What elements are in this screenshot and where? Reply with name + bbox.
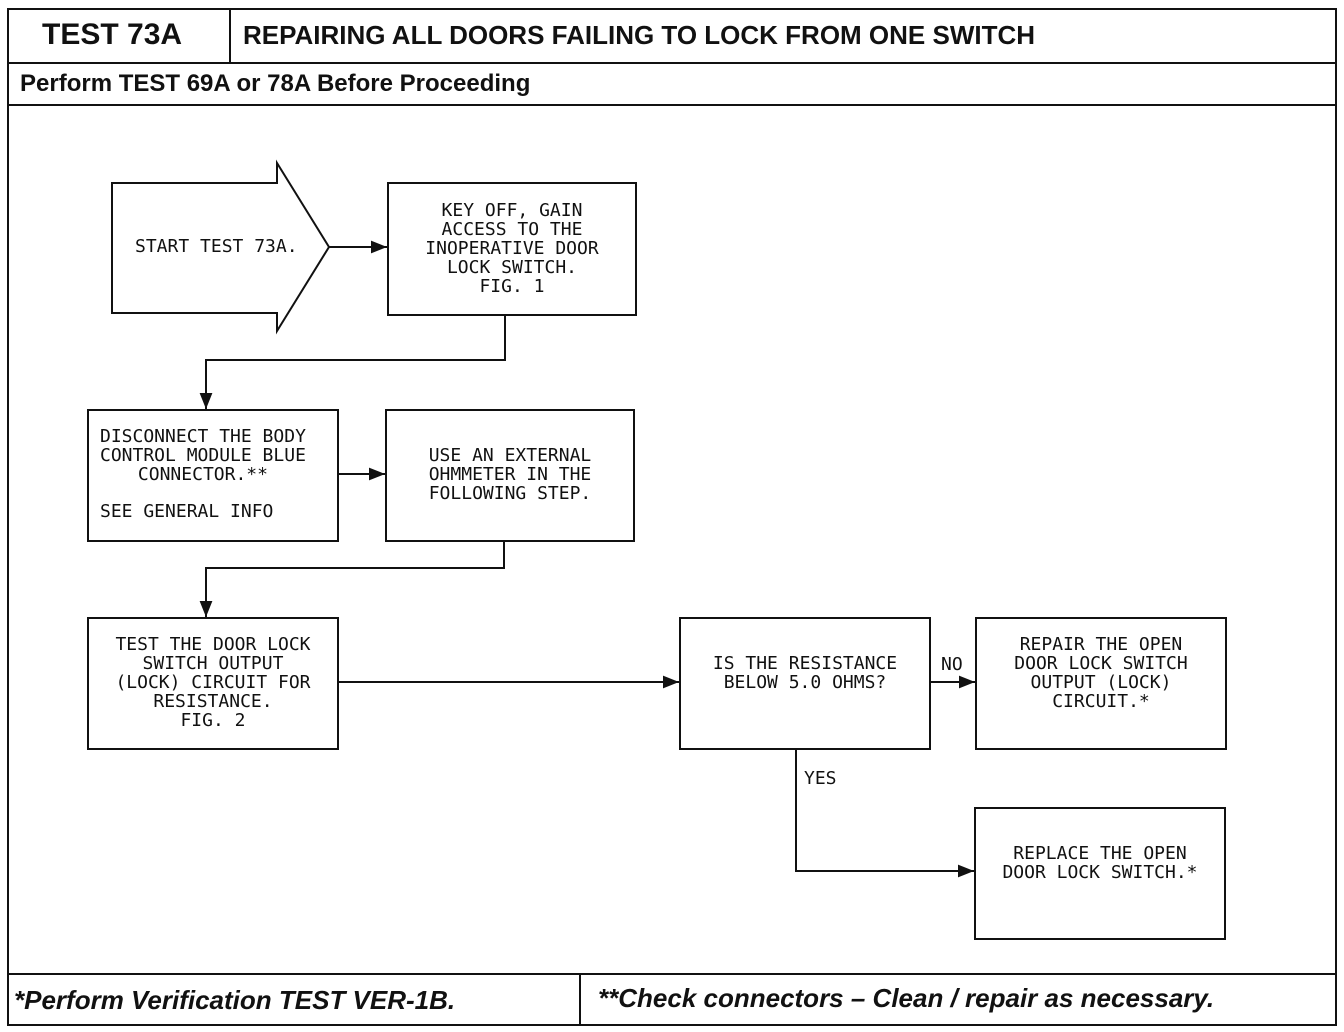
header-divider: [7, 62, 1337, 64]
start-label: START TEST 73A.: [135, 236, 298, 257]
footer-connectors-note: **Check connectors – Clean / repair as n…: [598, 983, 1215, 1013]
step-test-circuit-text: TEST THE DOOR LOCK SWITCH OUTPUT (LOCK) …: [115, 634, 311, 731]
result-replace-text: REPLACE THE OPEN DOOR LOCK SWITCH.*: [1002, 843, 1198, 883]
page-title: REPAIRING ALL DOORS FAILING TO LOCK FROM…: [243, 20, 1036, 50]
step-ohmmeter: USE AN EXTERNAL OHMMETER IN THE FOLLOWIN…: [385, 409, 635, 542]
step-disconnect-note: SEE GENERAL INFO: [100, 501, 274, 522]
step-disconnect: DISCONNECT THE BODY CONTROL MODULE BLUE …: [87, 409, 339, 542]
footer-verification-note: *Perform Verification TEST VER-1B.: [14, 985, 456, 1015]
step-disconnect-text: DISCONNECT THE BODY CONTROL MODULE BLUE …: [100, 426, 306, 485]
step-ohmmeter-text: USE AN EXTERNAL OHMMETER IN THE FOLLOWIN…: [428, 445, 592, 504]
footer-divider: [7, 973, 1337, 975]
prerequisite-divider: [7, 104, 1337, 106]
step-test-circuit: TEST THE DOOR LOCK SWITCH OUTPUT (LOCK) …: [87, 617, 339, 750]
step-key-off-text: KEY OFF, GAIN ACCESS TO THE INOPERATIVE …: [425, 200, 599, 297]
decision-resistance-text: IS THE RESISTANCE BELOW 5.0 OHMS?: [712, 653, 898, 693]
result-repair-text: REPAIR THE OPEN DOOR LOCK SWITCH OUTPUT …: [1014, 634, 1188, 712]
decision-resistance: IS THE RESISTANCE BELOW 5.0 OHMS?: [679, 617, 931, 750]
test-id-cell: [7, 8, 231, 64]
prerequisite-note: Perform TEST 69A or 78A Before Proceedin…: [20, 70, 531, 97]
step-key-off: KEY OFF, GAIN ACCESS TO THE INOPERATIVE …: [387, 182, 637, 316]
connector-keyoff-to-disconnect: [199, 315, 506, 409]
test-id: TEST 73A: [42, 18, 183, 51]
no-label: NO: [941, 654, 963, 675]
start-arrow-shape: [111, 159, 331, 335]
connector-decision-yes: [795, 750, 974, 878]
connector-ohmmeter-to-test: [199, 541, 505, 617]
result-replace: REPLACE THE OPEN DOOR LOCK SWITCH.*: [974, 807, 1226, 940]
result-repair: REPAIR THE OPEN DOOR LOCK SWITCH OUTPUT …: [975, 617, 1227, 750]
footer-column-divider: [579, 973, 581, 1026]
yes-label: YES: [804, 768, 837, 789]
